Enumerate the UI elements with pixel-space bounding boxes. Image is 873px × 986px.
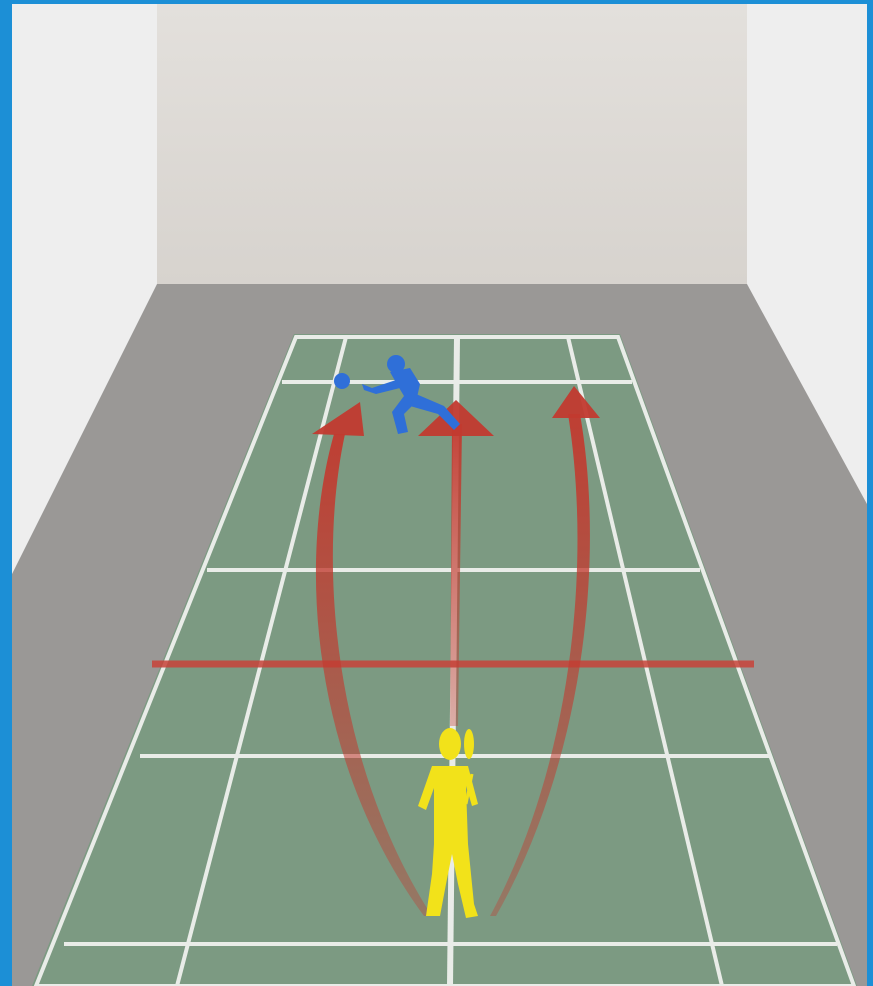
player-head	[439, 728, 461, 760]
court-scene	[12, 4, 867, 986]
racket-icon	[334, 373, 350, 389]
player-racket-icon	[464, 729, 474, 759]
back-wall	[157, 4, 747, 284]
